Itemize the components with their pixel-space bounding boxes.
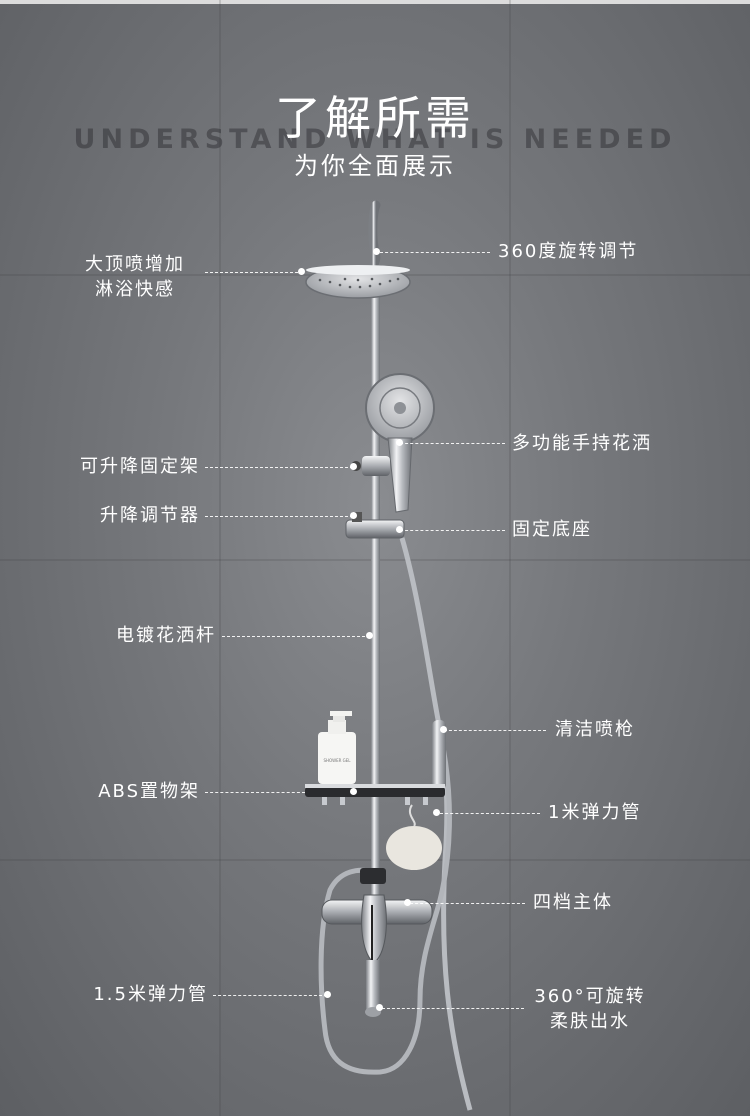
- page-subtitle: 为你全面展示: [294, 152, 456, 180]
- callout-line-four-gear-body: [410, 903, 525, 904]
- callout-dot-top-spray: [298, 268, 305, 275]
- callout-dot-hose-1-5m: [324, 991, 331, 998]
- label-hose-1-5m: 1.5米弹力管: [93, 984, 208, 1005]
- label-hose-1m: 1米弹力管: [548, 802, 642, 823]
- mixer-lever: [361, 894, 387, 964]
- callout-dot-plated-rod: [366, 632, 373, 639]
- callout-dot-fixed-base: [396, 526, 403, 533]
- callout-line-cleaning-gun: [444, 730, 546, 731]
- label-rotate-360: 360度旋转调节: [498, 241, 639, 262]
- label-rotating-spout: 360°可旋转 柔肤出水: [534, 986, 646, 1032]
- bottle-label: SHOWER GEL: [323, 758, 351, 763]
- label-top-spray: 大顶喷增加 淋浴快感: [85, 254, 185, 300]
- top-border: [0, 0, 750, 4]
- callout-dot-lift-bracket: [350, 463, 357, 470]
- cleaning-gun: [432, 720, 446, 790]
- watermark-text: UNDERSTAND WHAT IS NEEDED: [73, 124, 677, 155]
- hose: [399, 537, 473, 1111]
- label-lift-bracket: 可升降固定架: [80, 456, 200, 477]
- callout-dot-rotating-spout: [376, 1004, 383, 1011]
- callout-line-top-spray: [205, 272, 303, 273]
- label-cleaning-gun: 清洁喷枪: [555, 719, 635, 740]
- callout-line-hose-1m: [440, 813, 540, 814]
- callout-line-fixed-base: [400, 530, 505, 531]
- callout-line-abs-shelf: [205, 792, 305, 793]
- label-fixed-base: 固定底座: [512, 519, 592, 540]
- callout-line-handheld: [400, 443, 505, 444]
- callout-dot-lift-adjuster: [350, 512, 357, 519]
- callout-line-lift-bracket: [205, 467, 353, 468]
- callout-dot-hose-1m: [433, 809, 440, 816]
- handheld-handle: [387, 437, 413, 513]
- callout-dot-cleaning-gun: [440, 726, 447, 733]
- soap-bottle: [318, 732, 356, 784]
- callout-line-hose-1-5m: [213, 995, 327, 996]
- label-abs-shelf: ABS置物架: [98, 781, 200, 802]
- label-handheld: 多功能手持花洒: [512, 433, 652, 454]
- callout-dot-handheld: [396, 439, 403, 446]
- gooseneck-arm: [367, 200, 381, 275]
- bath-sponge: [386, 826, 442, 870]
- label-lift-adjuster: 升降调节器: [100, 505, 200, 526]
- label-four-gear-body: 四档主体: [533, 892, 613, 913]
- callout-dot-abs-shelf: [350, 788, 357, 795]
- lift-adjuster: [345, 519, 405, 539]
- lift-bracket: [362, 456, 390, 476]
- callout-dot-rotate-360: [373, 248, 380, 255]
- label-plated-rod: 电镀花洒杆: [116, 625, 216, 646]
- abs-shelf: [305, 787, 445, 797]
- callout-line-plated-rod: [222, 636, 370, 637]
- page-title: 了解所需: [275, 91, 475, 145]
- callout-dot-four-gear-body: [404, 899, 411, 906]
- callout-line-rotate-360: [380, 252, 490, 253]
- main-rod: [371, 270, 380, 1015]
- callout-line-lift-adjuster: [205, 516, 353, 517]
- callout-line-rotating-spout: [382, 1008, 524, 1009]
